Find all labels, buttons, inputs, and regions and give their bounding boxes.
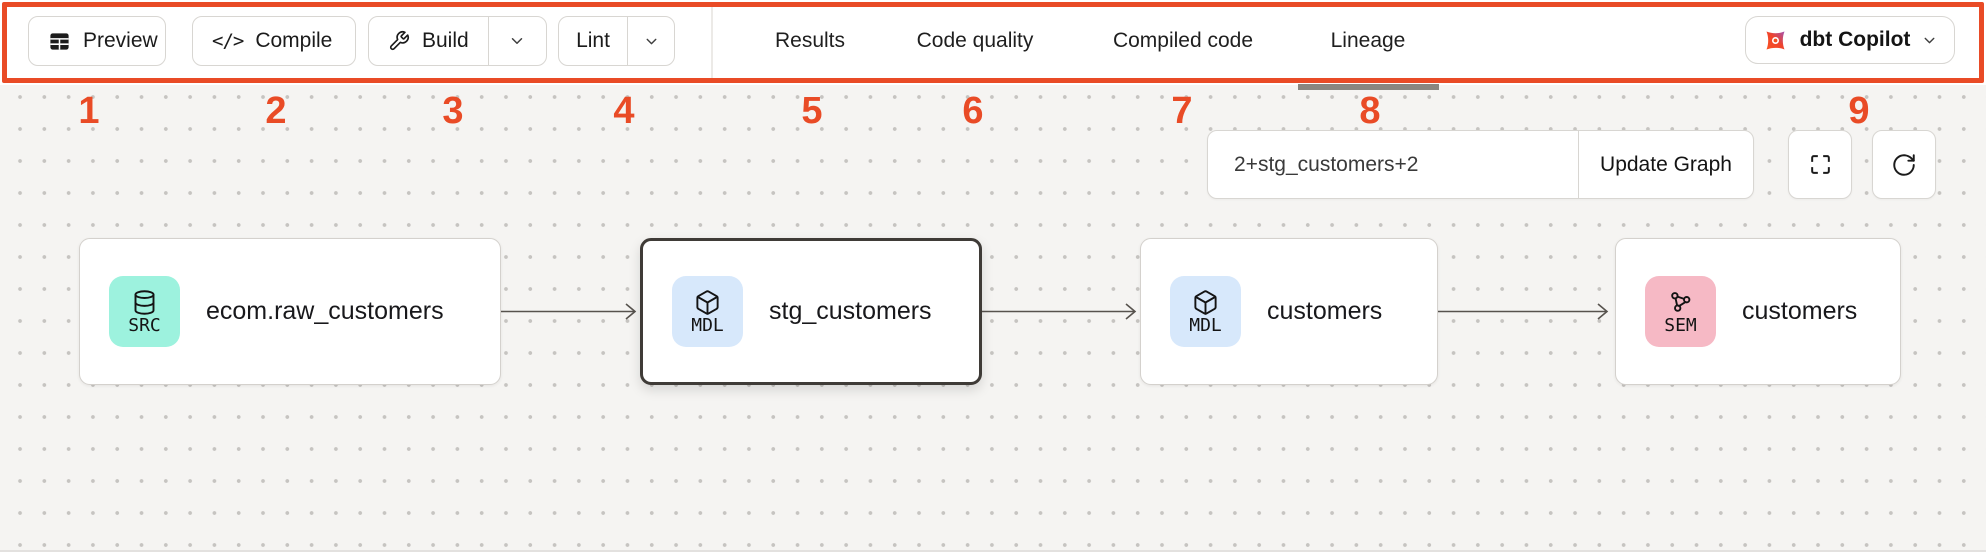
annotation-number-9: 9 — [1848, 90, 1870, 132]
badge-label: SRC — [128, 314, 161, 336]
lint-button[interactable]: Lint — [559, 17, 627, 65]
build-split-button: Build — [368, 16, 547, 66]
annotation-number-1: 1 — [78, 90, 100, 132]
chevron-down-icon — [512, 38, 523, 44]
badge-label: MDL — [1189, 314, 1222, 336]
node-label: customers — [1742, 297, 1858, 325]
lineage-node-customers-model[interactable]: MDL customers — [1140, 238, 1438, 385]
tab-lineage[interactable]: Lineage — [1330, 29, 1406, 52]
model-badge: MDL — [672, 276, 743, 347]
cube-icon — [1194, 289, 1217, 315]
build-button-label: Build — [422, 29, 469, 52]
cube-icon — [696, 289, 719, 315]
annotation-number-7: 7 — [1171, 90, 1193, 132]
annotation-number-8: 8 — [1359, 90, 1381, 132]
lint-split-button: Lint — [558, 16, 675, 66]
refresh-icon — [1893, 153, 1915, 176]
lineage-node-stg-customers[interactable]: MDL stg_customers — [640, 238, 982, 385]
tab-results[interactable]: Results — [774, 29, 846, 52]
fullscreen-button[interactable] — [1788, 130, 1852, 199]
semantic-model-icon — [1671, 291, 1691, 312]
dbt-logo-icon — [1766, 31, 1785, 49]
lineage-edge — [982, 303, 1137, 320]
semantic-badge: SEM — [1645, 276, 1716, 347]
annotation-number-3: 3 — [442, 90, 464, 132]
annotation-number-4: 4 — [613, 90, 635, 132]
arrow-head-icon — [1597, 303, 1609, 320]
build-button[interactable]: Build — [369, 17, 488, 65]
graph-selector-input[interactable]: 2+stg_customers+2 — [1234, 152, 1419, 176]
lineage-node-raw-customers[interactable]: SRC ecom.raw_customers — [79, 238, 501, 385]
source-badge: SRC — [109, 276, 180, 347]
model-badge: MDL — [1170, 276, 1241, 347]
tab-compiled-code[interactable]: Compiled code — [1112, 29, 1254, 52]
lineage-node-customers-semantic[interactable]: SEM customers — [1615, 238, 1901, 385]
annotation-number-6: 6 — [962, 90, 984, 132]
node-label: ecom.raw_customers — [206, 297, 444, 325]
annotation-number-5: 5 — [801, 90, 823, 132]
dbt-copilot-button[interactable]: dbt Copilot — [1745, 16, 1955, 64]
update-graph-button[interactable]: Update Graph — [1578, 131, 1753, 198]
node-label: customers — [1267, 297, 1383, 325]
lint-dropdown-button[interactable] — [627, 17, 674, 65]
active-tab-indicator — [1298, 84, 1439, 90]
build-dropdown-button[interactable] — [487, 17, 546, 65]
preview-button[interactable]: Preview — [28, 16, 166, 66]
code-icon: </> — [212, 30, 244, 52]
badge-label: MDL — [691, 314, 724, 336]
annotation-number-2: 2 — [265, 90, 287, 132]
lineage-edge — [1438, 303, 1609, 320]
chevron-down-icon — [646, 38, 656, 44]
database-icon — [134, 289, 155, 315]
arrow-head-icon — [1125, 303, 1137, 320]
toolbar-divider — [711, 7, 713, 78]
compile-button[interactable]: </> Compile — [192, 16, 356, 66]
lint-button-label: Lint — [576, 29, 610, 52]
lineage-edge — [500, 303, 637, 320]
refresh-button[interactable] — [1872, 130, 1936, 199]
table-icon — [50, 32, 69, 50]
chevron-down-icon — [1924, 37, 1935, 43]
wrench-icon — [389, 31, 409, 51]
arrow-head-icon — [625, 303, 637, 320]
compile-button-label: Compile — [255, 29, 333, 52]
node-label: stg_customers — [769, 297, 932, 325]
graph-selector-box: 2+stg_customers+2 Update Graph — [1207, 130, 1754, 199]
preview-button-label: Preview — [83, 29, 158, 52]
badge-label: SEM — [1664, 314, 1697, 336]
tab-code-quality[interactable]: Code quality — [916, 29, 1034, 52]
dbt-copilot-label: dbt Copilot — [1799, 28, 1911, 51]
fullscreen-icon — [1810, 155, 1830, 174]
